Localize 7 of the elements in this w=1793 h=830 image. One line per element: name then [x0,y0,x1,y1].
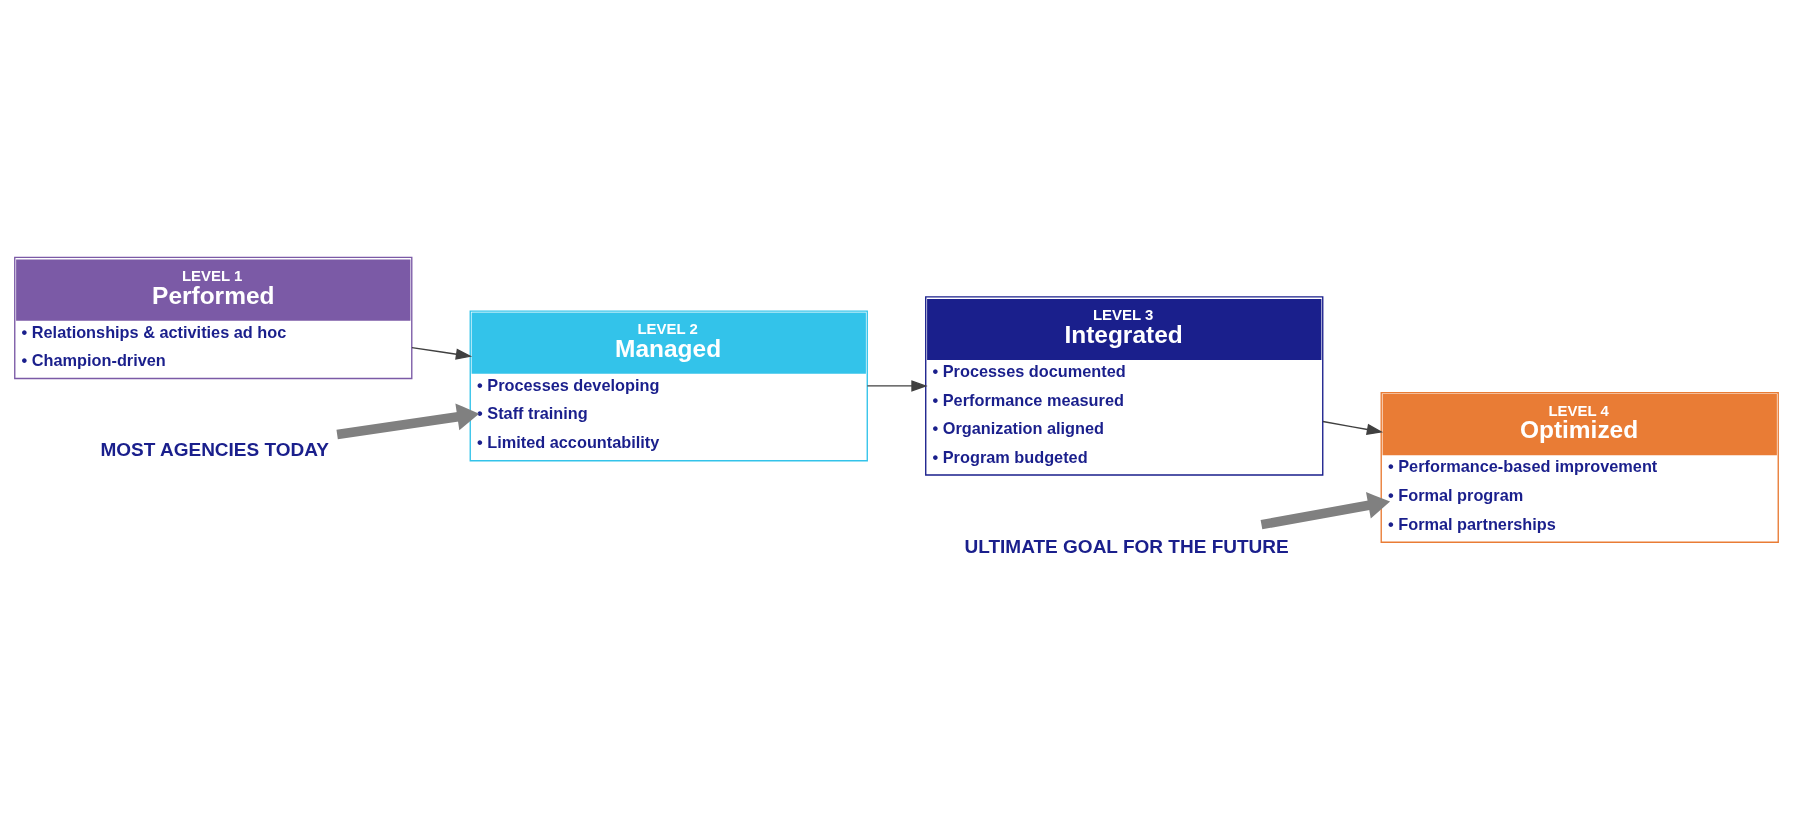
node-text: MOST AGENCIES TODAY [100,438,329,460]
arrow [336,403,480,439]
node-text: ULTIMATE GOAL FOR THE FUTURE [964,535,1289,557]
arrow [411,346,473,360]
arrow [866,379,928,392]
arrow [1322,420,1384,435]
arrow [1260,491,1391,529]
